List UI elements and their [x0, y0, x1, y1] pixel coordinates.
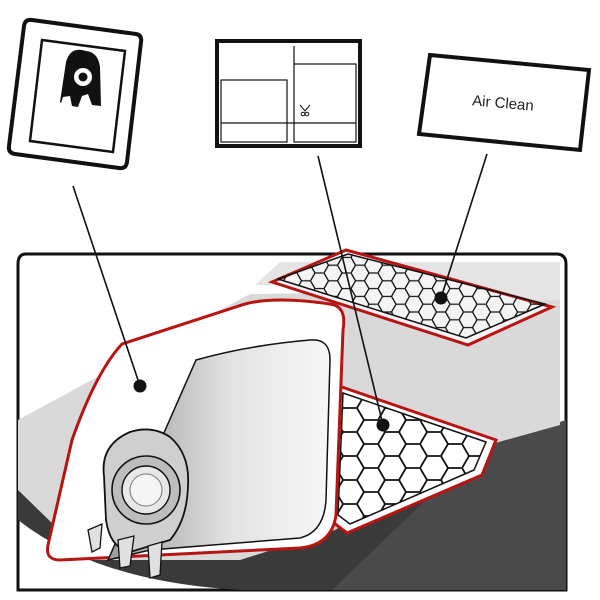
motor-filter-callout-dot: [376, 418, 390, 432]
vacuum-cutaway-illustration: [16, 248, 568, 592]
bag-callout-dot: [133, 379, 147, 393]
air-clean-label: Air Clean: [471, 92, 534, 114]
bag-callout-frame: [6, 17, 144, 171]
air-clean-callout-dot: [434, 291, 448, 305]
scissors-icon: [299, 104, 311, 117]
motor-filter-callout-frame: [215, 39, 362, 148]
dust-bag: [46, 298, 346, 579]
bag-collar: [87, 428, 190, 579]
air-clean-callout-frame: Air Clean: [416, 52, 592, 153]
motor-protection-filter-icon: [220, 46, 357, 143]
leader-lines: [72, 153, 488, 432]
vacuum-bag-collar-icon: [60, 49, 101, 107]
air-clean-filter: [267, 248, 557, 347]
